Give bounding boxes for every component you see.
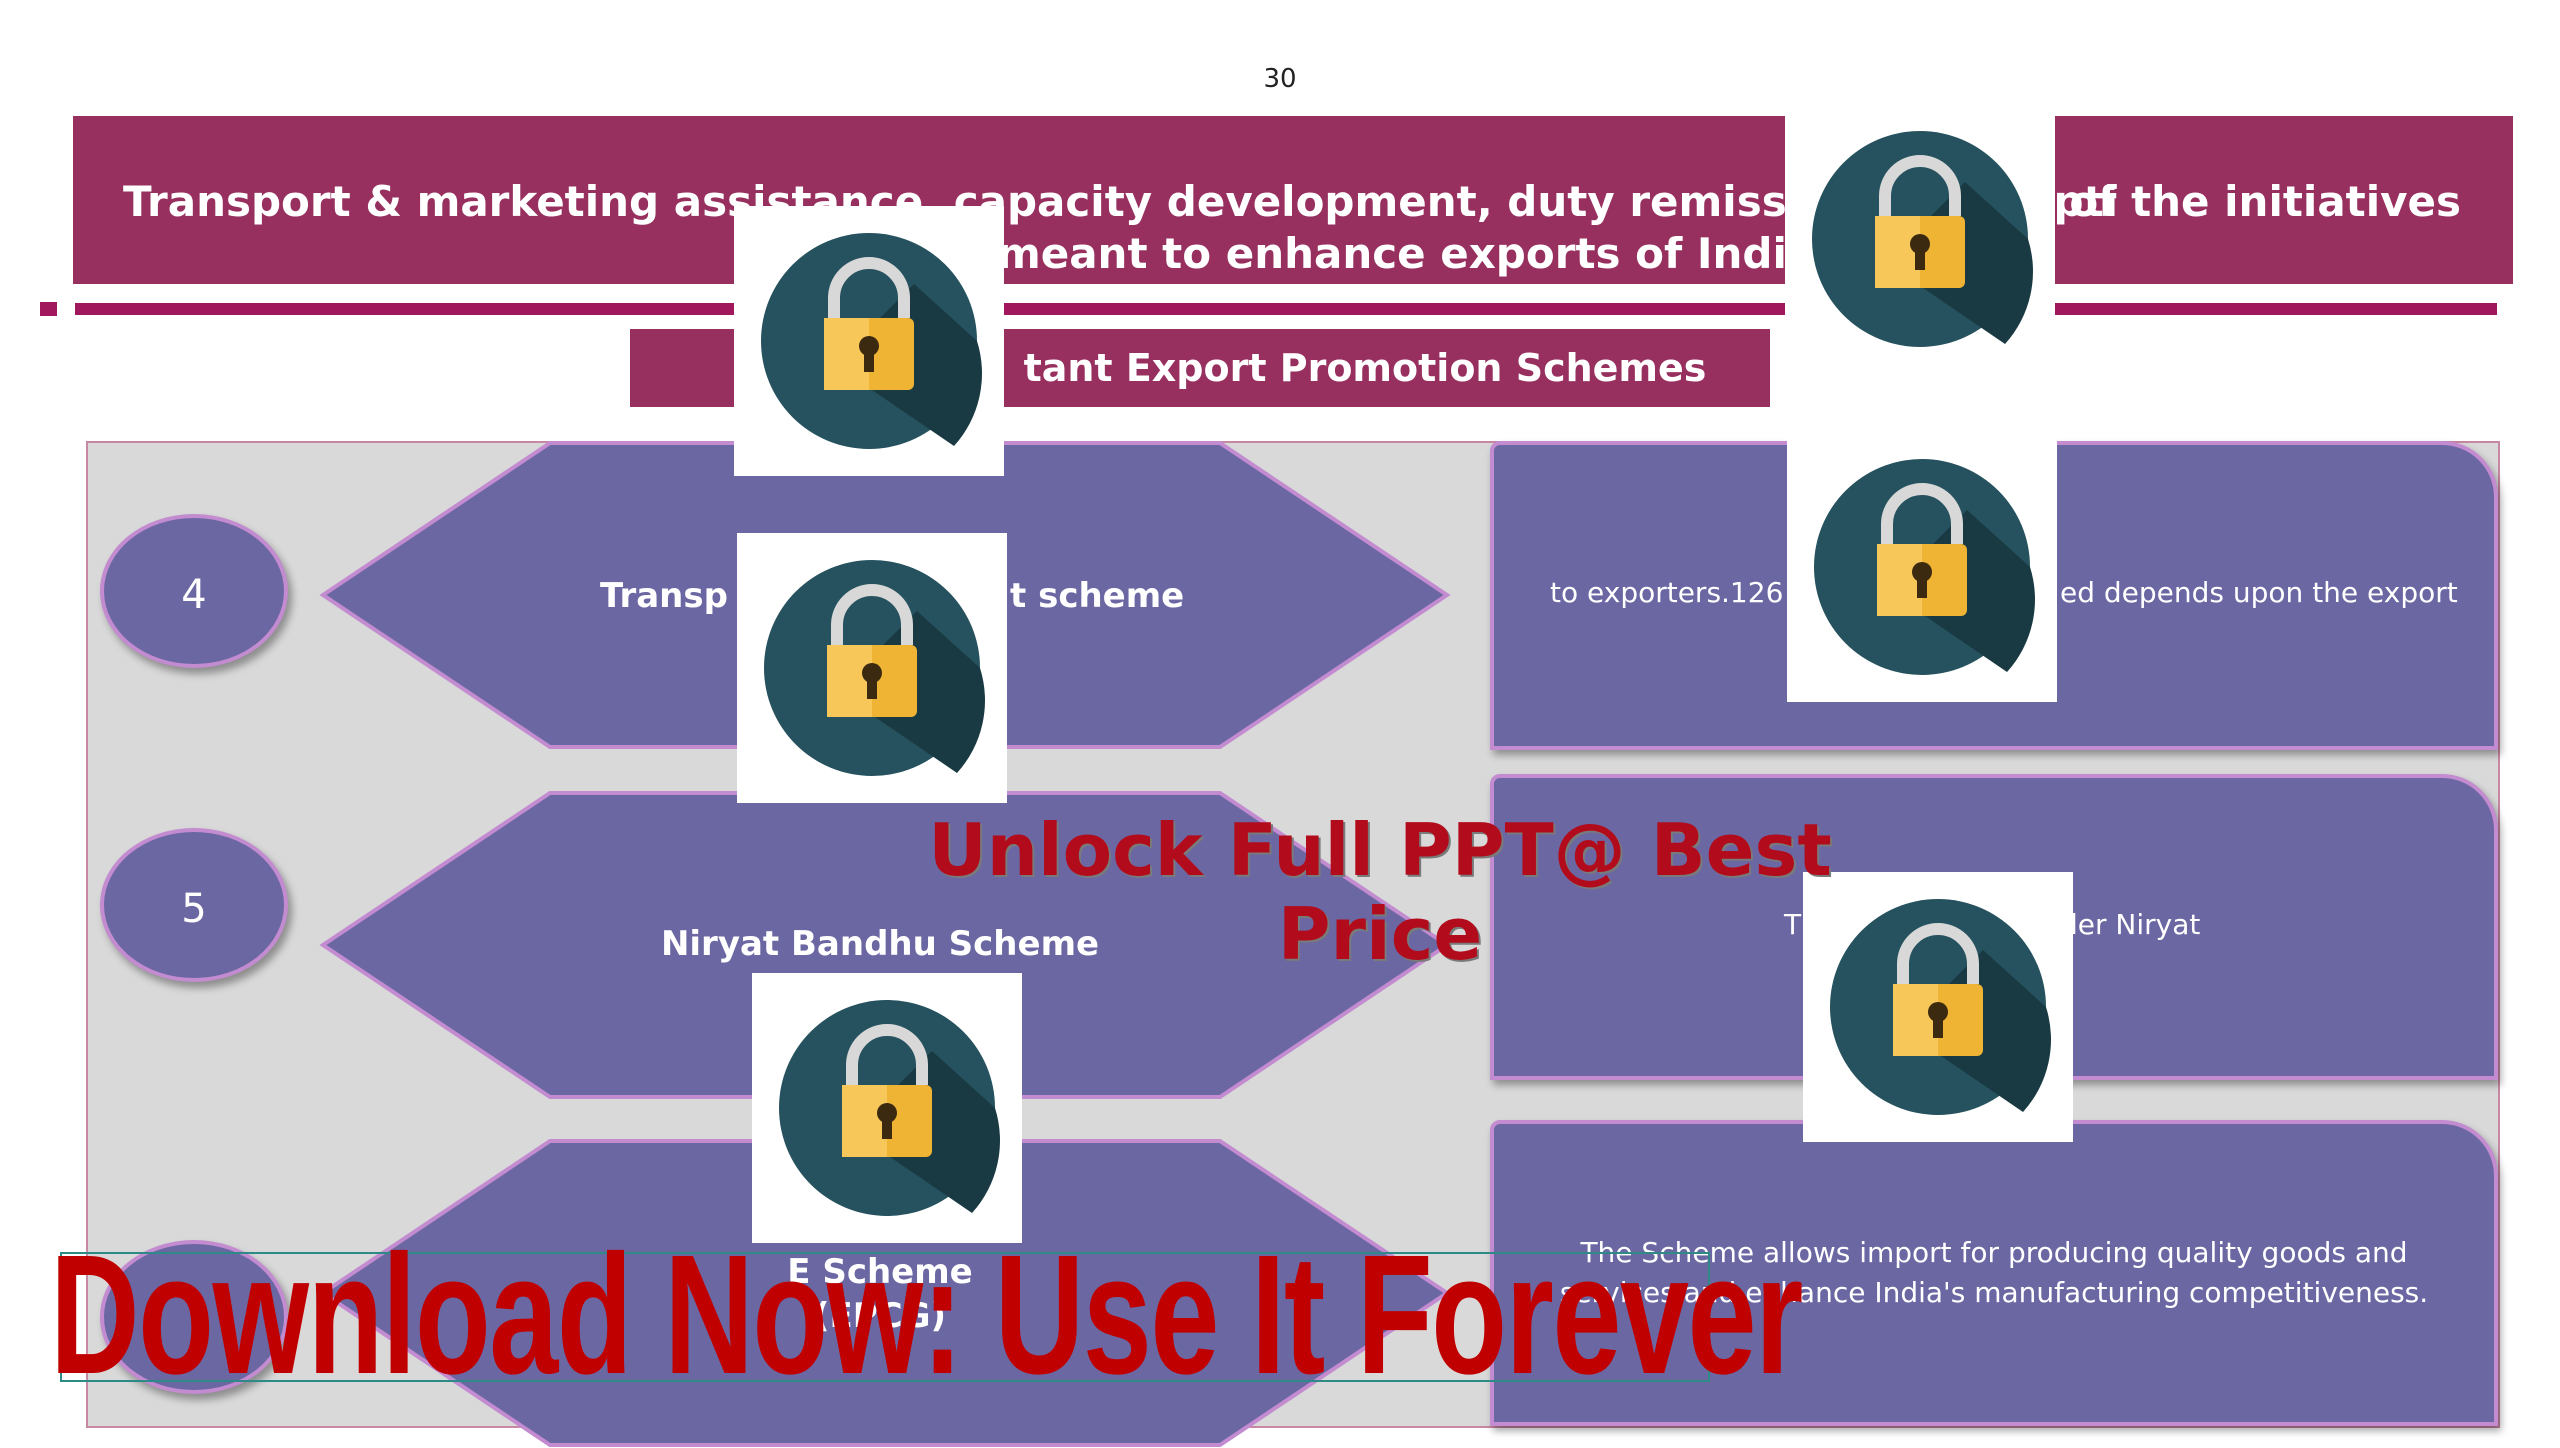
page-number: 30	[1263, 64, 1297, 94]
scheme-description-left: T	[1784, 908, 1802, 941]
scheme-hexagon	[319, 791, 1451, 1099]
title-line2: are meant to enhance exports of India.	[904, 229, 1832, 278]
scheme-number-oval	[100, 1240, 288, 1394]
scheme-description: The Scheme allows import for producing q…	[1559, 1236, 2429, 1309]
scheme-description-left: to exporters.126 T	[1550, 576, 1810, 609]
lock-tile	[1785, 104, 2055, 374]
scheme-name-line1: E Scheme	[787, 1252, 973, 1292]
lock-tile	[737, 533, 1007, 803]
lock-tile	[1803, 872, 2073, 1142]
scheme-name-line2: (EPCG)	[813, 1296, 947, 1336]
lock-tile	[1787, 432, 2057, 702]
scheme-name-left: Transp	[600, 576, 728, 616]
lock-tile	[734, 206, 1004, 476]
scheme-description-box: The Scheme allows import for producing q…	[1490, 1120, 2498, 1426]
lock-icon	[1814, 459, 2035, 675]
scheme-number-oval: 4	[100, 514, 288, 668]
scheme-name-right: t scheme	[1010, 576, 1185, 616]
download-watermark-frame	[60, 1252, 1710, 1382]
scheme-description-right: der Niryat	[2060, 908, 2201, 941]
title-rule	[75, 303, 2497, 315]
scheme-name: Niryat Bandhu Scheme	[660, 924, 1100, 964]
lock-icon	[1830, 899, 2051, 1115]
subtitle-text: tant Export Promotion Schemes	[1023, 346, 1707, 390]
download-watermark[interactable]: Download Now: Use It Forever	[50, 1220, 1803, 1410]
lock-icon	[764, 560, 985, 776]
rule-dot	[40, 302, 57, 316]
lock-icon	[761, 233, 982, 449]
unlock-watermark[interactable]: Unlock Full PPT@ Best Price	[928, 808, 1832, 976]
title-banner: Transport & marketing assistance, capaci…	[73, 116, 2513, 284]
lock-tile	[752, 973, 1022, 1243]
scheme-number-oval: 5	[100, 828, 288, 982]
lock-icon	[1812, 131, 2033, 347]
lock-icon	[779, 1000, 1000, 1216]
scheme-description-right: ed depends upon the export	[2060, 576, 2458, 609]
